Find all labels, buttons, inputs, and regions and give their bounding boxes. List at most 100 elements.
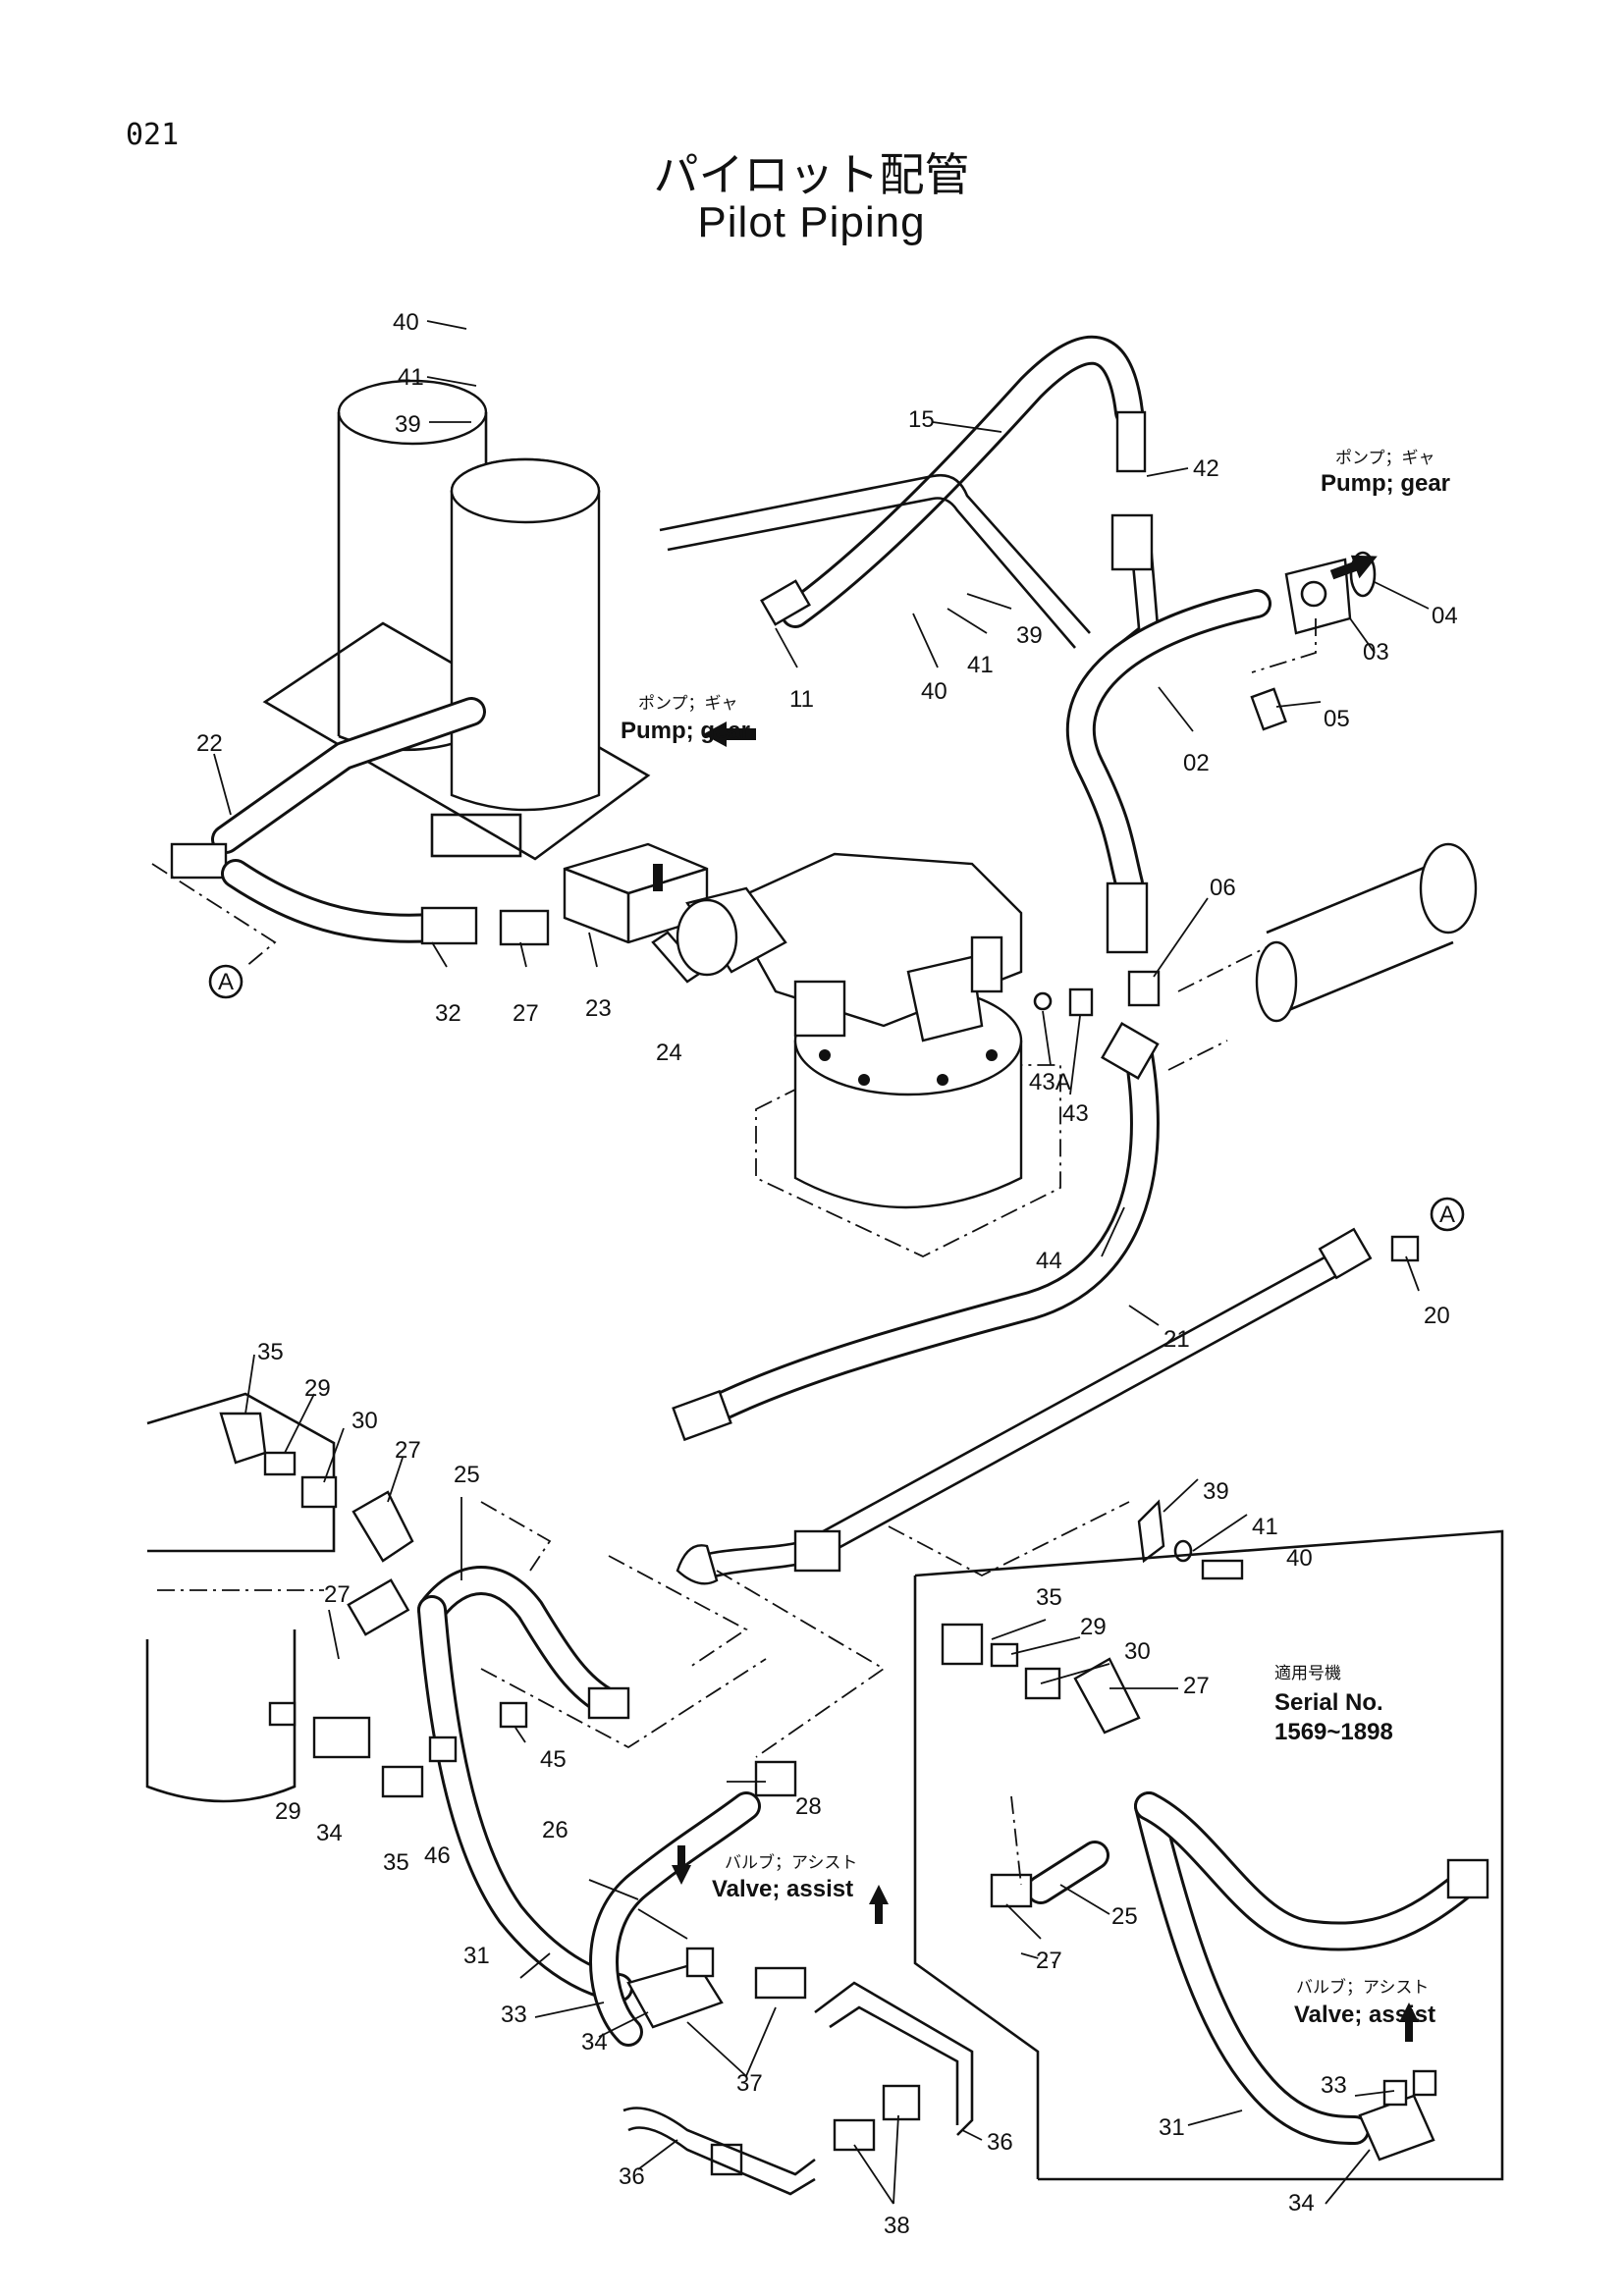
callout-26: 26 xyxy=(542,1817,568,1843)
callout-23: 23 xyxy=(585,995,612,1022)
elbow-35 xyxy=(219,1412,267,1465)
callout-40-mid: 40 xyxy=(921,678,947,705)
bolt-40 xyxy=(1201,1559,1244,1580)
inset-callout-29: 29 xyxy=(1080,1614,1107,1640)
arrow-pump-left xyxy=(703,721,756,747)
inset-elbow-27 xyxy=(990,1873,1033,1908)
marker-A-right xyxy=(1430,1197,1465,1232)
callout-25: 25 xyxy=(454,1462,480,1488)
callout-11: 11 xyxy=(789,686,814,713)
fitting xyxy=(1115,410,1147,473)
adapter-29-lower xyxy=(268,1701,297,1727)
inset-callout-27-b: 27 xyxy=(1036,1948,1062,1974)
callout-32: 32 xyxy=(435,1000,461,1027)
nut-30 xyxy=(300,1475,338,1509)
main-pump-assembly xyxy=(676,852,1061,1258)
callout-labels: 40 41 39 15 42 04 03 05 02 11 40 41 39 2… xyxy=(196,309,1458,2239)
adapter-29 xyxy=(263,1451,297,1476)
callout-38: 38 xyxy=(884,2213,910,2239)
callout-43: 43 xyxy=(1062,1100,1089,1127)
pipe-21 xyxy=(676,1227,1373,1585)
suction-pipe xyxy=(1266,862,1454,1013)
callout-03: 03 xyxy=(1363,639,1389,666)
callout-31: 31 xyxy=(463,1943,490,1969)
elbow-27 xyxy=(352,1490,414,1563)
inset-frame xyxy=(914,1529,1504,2181)
callout-20: 20 xyxy=(1424,1303,1450,1329)
elbow-27 xyxy=(499,909,550,946)
note-serial-label: Serial No. xyxy=(1274,1689,1383,1716)
marker-A-left xyxy=(208,964,243,999)
inset-callout-34: 34 xyxy=(1288,2190,1315,2216)
callout-41-low: 41 xyxy=(1252,1514,1278,1540)
callout-42: 42 xyxy=(1193,455,1219,482)
pipe-36-right xyxy=(814,1981,974,2136)
callout-30: 30 xyxy=(352,1408,378,1434)
hose-31 xyxy=(417,1595,633,2002)
callout-40-low: 40 xyxy=(1286,1545,1313,1572)
callout-34: 34 xyxy=(316,1820,343,1846)
hose-32 xyxy=(221,859,478,945)
o-ring-04 xyxy=(1349,551,1377,598)
callout-37: 37 xyxy=(736,2070,763,2097)
adapter-46 xyxy=(428,1735,458,1763)
pipe-upper xyxy=(659,473,1091,634)
elbow-35-lower xyxy=(381,1765,424,1798)
arrow-up-valve-3 xyxy=(1399,2002,1419,2042)
hose-25 xyxy=(417,1566,630,1720)
elbow-28 xyxy=(754,1760,797,1797)
mounting-plate xyxy=(262,621,651,861)
adapter-06 xyxy=(1127,970,1161,1007)
inset-elbow-35 xyxy=(941,1623,984,1666)
bolt-05 xyxy=(1250,687,1287,731)
inset-callout-27: 27 xyxy=(1183,1673,1210,1699)
note-valve-assist-1-ja: バルブ；アシスト xyxy=(725,1852,857,1873)
page-number: 021 xyxy=(126,118,180,152)
inset-callout-25: 25 xyxy=(1111,1903,1138,1930)
callout-46: 46 xyxy=(424,1842,451,1869)
callout-39-low: 39 xyxy=(1203,1478,1229,1505)
callout-39: 39 xyxy=(395,411,421,438)
hose-44 xyxy=(672,1022,1160,1442)
arrow-up-valve-2 xyxy=(869,1885,889,1924)
callout-33: 33 xyxy=(501,2002,527,2028)
marker-A-text: A xyxy=(218,969,234,995)
hose-15 xyxy=(760,335,1147,628)
note-pump-gear-1-en: Pump; gear xyxy=(1321,470,1450,497)
callout-40: 40 xyxy=(393,309,419,336)
notes: ポンプ；ギャ Pump; gear ポンプ；ギャ Pump; gear バルブ；… xyxy=(621,449,1450,2028)
tank-lower-left xyxy=(145,1392,336,1803)
plate-block xyxy=(430,813,522,858)
elbow-22 xyxy=(170,842,228,880)
callout-34-b: 34 xyxy=(581,2029,608,2056)
pipe-36-left xyxy=(622,2107,816,2176)
note-valve-assist-1-en: Valve; assist xyxy=(712,1876,853,1902)
callout-06: 06 xyxy=(1210,875,1236,901)
note-pump-gear-2-ja: ポンプ；ギャ xyxy=(638,694,738,714)
callout-28: 28 xyxy=(795,1793,822,1820)
callout-29: 29 xyxy=(304,1375,331,1402)
serial-inset xyxy=(913,1529,1504,2181)
note-pump-gear-2-en: Pump; gear xyxy=(621,718,750,744)
callout-36-left: 36 xyxy=(619,2163,645,2190)
callout-05: 05 xyxy=(1324,706,1350,732)
note-pump-gear-1-ja: ポンプ；ギャ xyxy=(1335,449,1435,468)
hose-22 xyxy=(170,697,486,880)
callout-45: 45 xyxy=(540,1746,567,1773)
adapter-43 xyxy=(1068,988,1094,1017)
callout-27-b: 27 xyxy=(395,1437,421,1464)
callout-35-b: 35 xyxy=(383,1849,409,1876)
callout-36-right: 36 xyxy=(987,2129,1013,2156)
hose-02 xyxy=(1065,589,1271,954)
arrow-up-valve-1 xyxy=(672,1845,691,1885)
hose-26 xyxy=(589,1791,761,2047)
inset-callout-35: 35 xyxy=(1036,1584,1062,1611)
elbow-27-lower xyxy=(347,1578,410,1636)
callout-24: 24 xyxy=(656,1040,682,1066)
callout-41: 41 xyxy=(398,364,424,391)
clamp-39 xyxy=(1137,1499,1165,1564)
marker-A-right-text: A xyxy=(1439,1201,1455,1228)
callout-21: 21 xyxy=(1163,1326,1190,1353)
tee-34 xyxy=(312,1716,371,1759)
